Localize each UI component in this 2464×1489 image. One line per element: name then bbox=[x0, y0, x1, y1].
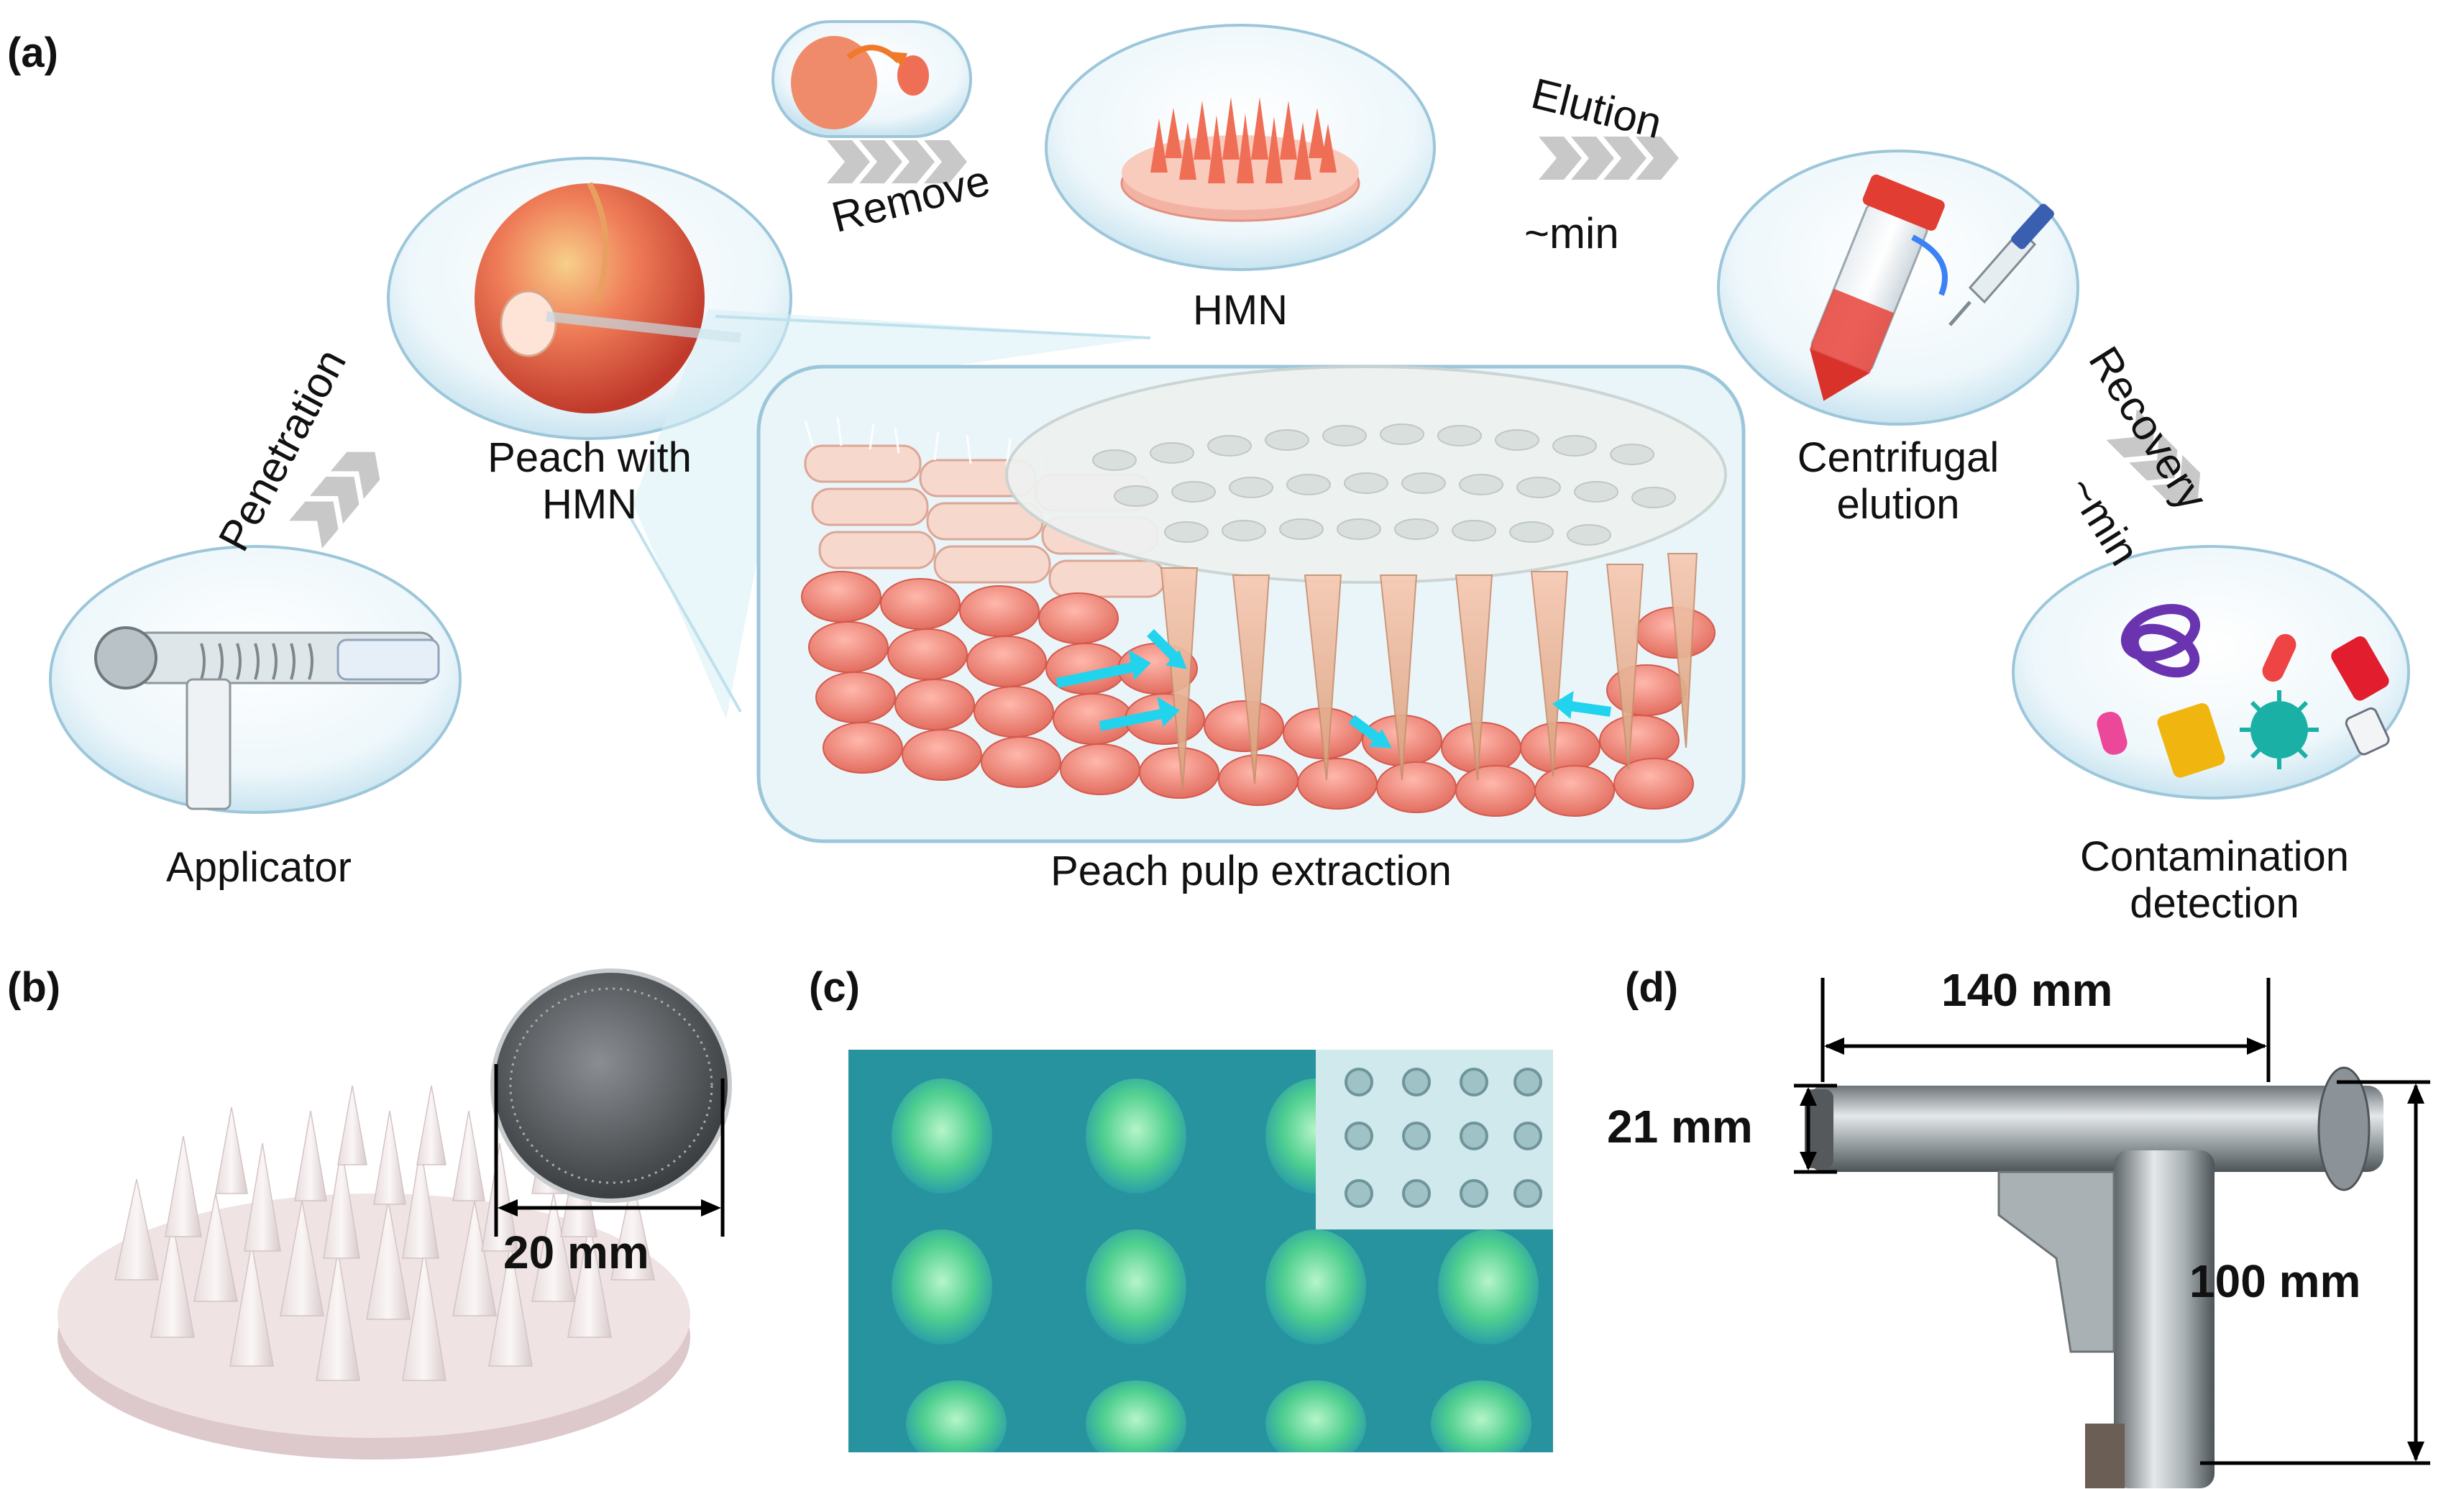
barrel-diameter-label: 21 mm bbox=[1607, 1100, 1753, 1153]
contamination-label-line2: detection bbox=[2049, 881, 2380, 927]
staining-micrograph bbox=[848, 1050, 1567, 1452]
remove-capsule bbox=[773, 22, 971, 137]
panel-label-c: (c) bbox=[809, 963, 860, 1012]
contamination-detection-label: Contamination detection bbox=[2049, 834, 2380, 927]
peach-label-line1: Peach with bbox=[431, 435, 748, 482]
peach-label-line2: HMN bbox=[431, 482, 748, 528]
centrifugal-label-line1: Centrifugal bbox=[1733, 435, 2064, 482]
applicator-length-label: 140 mm bbox=[1941, 963, 2112, 1017]
applicator-photo bbox=[1654, 978, 2459, 1488]
hmn-chip-photo bbox=[493, 971, 730, 1201]
applicator-bubble bbox=[50, 546, 460, 812]
chevron-elution bbox=[1539, 137, 1679, 180]
pulp-extraction-label: Peach pulp extraction bbox=[963, 848, 1539, 895]
peach-illustration bbox=[475, 183, 705, 413]
applicator-height-label: 100 mm bbox=[2189, 1255, 2360, 1308]
centrifugal-label-line2: elution bbox=[1733, 482, 2064, 528]
hmn-array-render bbox=[29, 963, 805, 1481]
pulp-extraction-box bbox=[759, 367, 1744, 841]
contamination-label-line1: Contamination bbox=[2049, 834, 2380, 881]
workflow-schematic bbox=[0, 0, 2464, 935]
contamination-bubble bbox=[2013, 546, 2409, 798]
peach-with-hmn-label: Peach with HMN bbox=[431, 435, 748, 528]
centrifugal-elution-label: Centrifugal elution bbox=[1733, 435, 2064, 528]
centrifuge-bubble bbox=[1718, 151, 2078, 424]
elution-time-label: ~min bbox=[1524, 209, 1619, 258]
hmn-diameter-label: 20 mm bbox=[503, 1226, 649, 1279]
hmn-label: HMN bbox=[1179, 288, 1301, 334]
hmn-bubble bbox=[1046, 25, 1434, 270]
applicator-label: Applicator bbox=[108, 845, 410, 892]
